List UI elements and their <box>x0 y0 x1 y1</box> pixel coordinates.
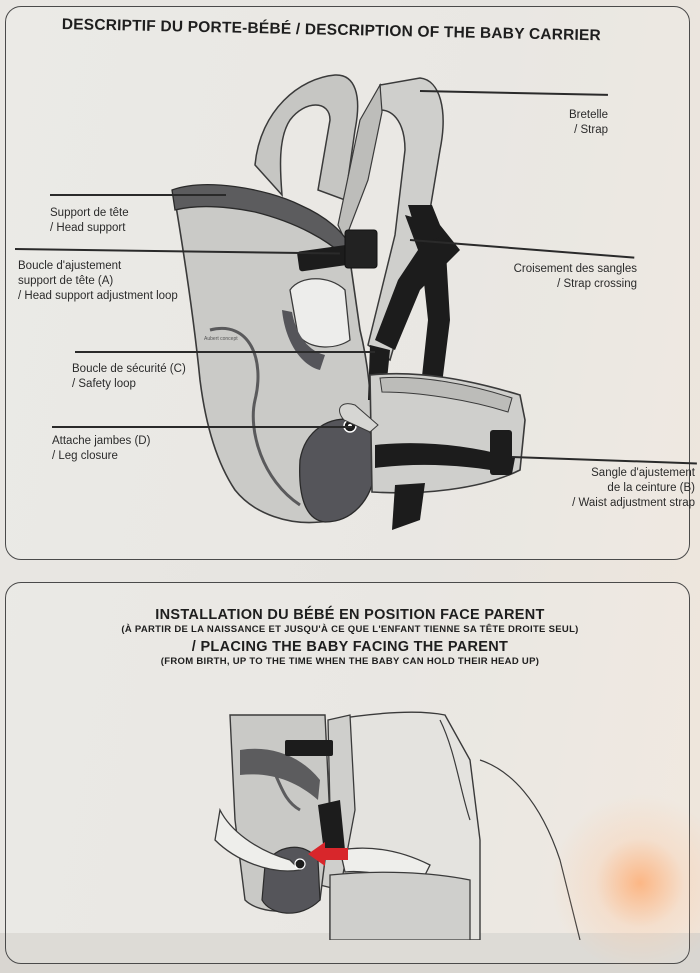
label-leg-closure: Attache jambes (D) / Leg closure <box>52 435 151 462</box>
installation-subtitle-fr: (À PARTIR DE LA NAISSANCE ET JUSQU'À CE … <box>121 624 579 635</box>
leader-line-leg-closure <box>52 426 352 428</box>
brand-label: Aubert concept <box>204 336 238 342</box>
light-glare <box>550 793 700 973</box>
label-safety-loop: Boucle de sécurité (C) / Safety loop <box>72 363 186 390</box>
label-head-loop: Boucle d'ajustement support de tête (A) … <box>18 260 178 302</box>
leader-line-head-support <box>50 194 226 196</box>
leader-line-safety-loop <box>75 351 375 353</box>
baby-carrier-illustration <box>171 74 526 530</box>
installation-heading: INSTALLATION DU BÉBÉ EN POSITION FACE PA… <box>0 607 700 667</box>
installation-title-en: / PLACING THE BABY FACING THE PARENT <box>191 639 509 655</box>
label-waist-strap: Sangle d'ajustement de la ceinture (B) /… <box>572 467 695 509</box>
label-strap: Bretelle / Strap <box>569 109 608 136</box>
installation-subtitle-en: (FROM BIRTH, UP TO THE TIME WHEN THE BAB… <box>160 656 540 667</box>
installation-illustration <box>214 711 581 940</box>
label-strap-crossing: Croisement des sangles / Strap crossing <box>513 263 637 290</box>
installation-title-fr: INSTALLATION DU BÉBÉ EN POSITION FACE PA… <box>155 607 545 623</box>
label-head-support: Support de tête / Head support <box>50 207 129 234</box>
